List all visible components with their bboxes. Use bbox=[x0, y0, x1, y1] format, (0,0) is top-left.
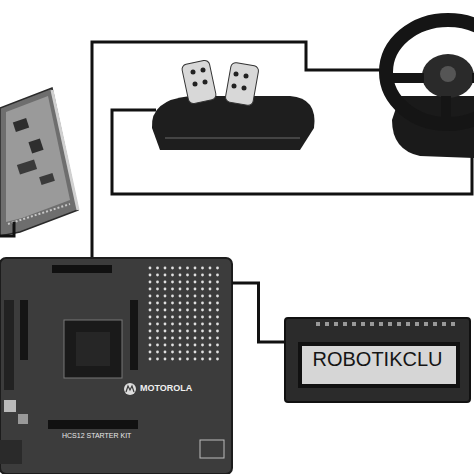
lcd-text: ROBOTIKCLU bbox=[312, 348, 442, 371]
starter-kit-board bbox=[0, 258, 232, 474]
board-label: HCS12 STARTER KIT bbox=[62, 432, 131, 439]
pedal-unit bbox=[152, 60, 315, 150]
lcd-display: ROBOTIKCLU bbox=[285, 318, 470, 402]
wire-connector bbox=[232, 283, 285, 342]
steering-wheel bbox=[386, 20, 474, 158]
controller-board: MOTOROLA HCS12 STARTER KIT bbox=[0, 258, 232, 474]
lcd-module bbox=[285, 318, 470, 402]
brand-label: MOTOROLA bbox=[140, 383, 192, 393]
pci-card bbox=[0, 88, 78, 236]
